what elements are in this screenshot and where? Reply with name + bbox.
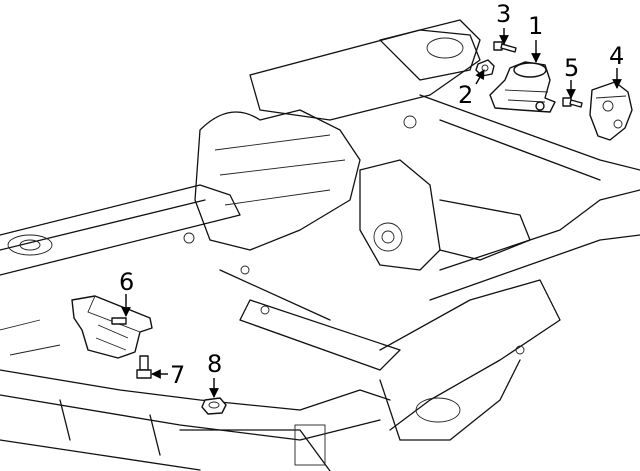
vehicle-frame	[0, 19, 640, 471]
callout-8-label: 8	[207, 350, 222, 378]
callout-5-label: 5	[564, 54, 579, 82]
callout-4-label: 4	[609, 42, 624, 70]
nut-icon[interactable]	[201, 397, 227, 415]
callout-3-label: 3	[496, 0, 511, 28]
bolt-icon[interactable]	[562, 97, 583, 108]
callout-6-label: 6	[119, 268, 134, 296]
engine-mount-insulator-icon[interactable]	[489, 61, 556, 113]
mount-bracket-icon[interactable]	[589, 81, 633, 141]
nut-icon[interactable]	[475, 59, 495, 77]
bolt-icon[interactable]	[136, 355, 152, 379]
callout-7-label: 7	[170, 361, 185, 389]
transmission-mount-icon[interactable]	[71, 295, 153, 359]
callout-1-label: 1	[528, 12, 543, 40]
callout-2-arrow	[475, 69, 485, 85]
callout-2-label: 2	[458, 81, 473, 109]
bolt-icon[interactable]	[493, 41, 517, 53]
